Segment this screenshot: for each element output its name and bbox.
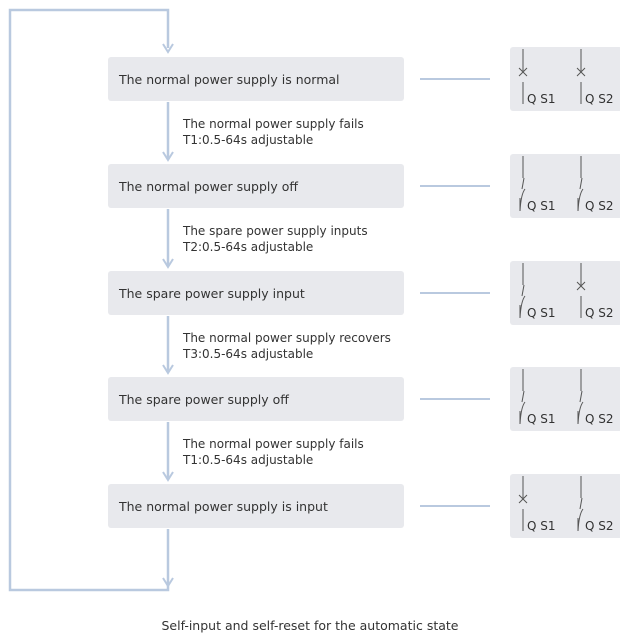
switch-qs1: Q S1	[519, 263, 556, 320]
loop-line	[8, 8, 170, 592]
transition-4-line2: T1:0.5-64s adjustable	[182, 453, 313, 467]
transition-3-line1: The normal power supply recovers	[182, 331, 391, 345]
switch-label: Q S1	[527, 92, 556, 106]
flow-arrowhead-3	[162, 364, 174, 375]
switch-panel-4: Q S1 Q S2	[510, 367, 620, 431]
transition-2-line1: The spare power supply inputs	[182, 224, 368, 238]
switch-qs2: Q S2	[576, 49, 614, 106]
switch-panel-5: Q S1 Q S2	[510, 474, 620, 538]
switch-label: Q S2	[585, 519, 614, 533]
transition-2-line2: T2:0.5-64s adjustable	[182, 240, 313, 254]
flow-arrowhead-1	[162, 151, 174, 162]
loop-arrow-bottom	[162, 577, 174, 588]
switch-panel-3: Q S1 Q S2	[510, 261, 620, 325]
switch-label: Q S2	[585, 92, 614, 106]
flow-arrowhead-2	[162, 258, 174, 269]
switch-label: Q S1	[527, 199, 556, 213]
step-1: The normal power supply is normal	[108, 57, 404, 101]
transition-1-line1: The normal power supply fails	[182, 117, 364, 131]
switch-qs2: Q S2	[576, 263, 614, 320]
switch-qs1: Q S1	[518, 476, 556, 533]
step-label: The spare power supply off	[118, 392, 289, 407]
switch-qs2: Q S2	[577, 476, 614, 533]
switch-label: Q S1	[527, 519, 556, 533]
switch-label: Q S1	[527, 306, 556, 320]
switch-qs1: Q S1	[518, 49, 556, 106]
step-4: The spare power supply off	[108, 377, 404, 421]
switch-panel-1: Q S1 Q S2	[510, 47, 620, 111]
step-5: The normal power supply is input	[108, 484, 404, 528]
switch-qs2: Q S2	[577, 156, 614, 213]
step-3: The spare power supply input	[108, 271, 404, 315]
transition-4-line1: The normal power supply fails	[182, 437, 364, 451]
step-label: The normal power supply is normal	[118, 72, 340, 87]
transition-1-line2: T1:0.5-64s adjustable	[182, 133, 313, 147]
switch-label: Q S2	[585, 199, 614, 213]
step-label: The normal power supply is input	[118, 499, 328, 514]
step-label: The normal power supply off	[118, 179, 298, 194]
transition-3-line2: T3:0.5-64s adjustable	[182, 347, 313, 361]
switch-label: Q S2	[585, 306, 614, 320]
switch-label: Q S1	[527, 412, 556, 426]
switch-qs1: Q S1	[519, 156, 556, 213]
switch-qs1: Q S1	[519, 369, 556, 426]
switch-state-panels: Q S1 Q S2 Q S1 Q S2 Q S1 Q S2 Q S1 Q S2 Q S1 Q S2	[510, 47, 620, 538]
step-2: The normal power supply off	[108, 164, 404, 208]
step-label: The spare power supply input	[118, 286, 305, 301]
diagram-caption: Self-input and self-reset for the automa…	[162, 618, 459, 633]
switch-qs2: Q S2	[577, 369, 614, 426]
flow-arrowhead-4	[162, 471, 174, 482]
loop-arrow-top	[162, 43, 174, 54]
switch-panel-2: Q S1 Q S2	[510, 154, 620, 218]
switch-label: Q S2	[585, 412, 614, 426]
